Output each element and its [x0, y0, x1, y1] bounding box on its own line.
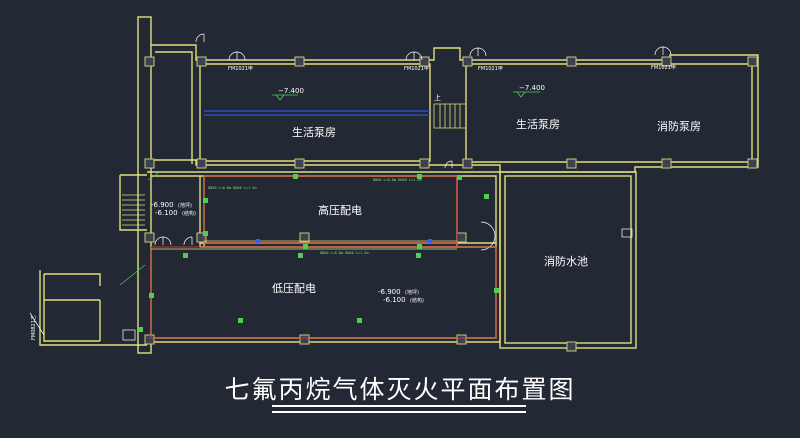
elevation-marker-hv: -6.900 (地坪) -6.100 (结构) — [151, 201, 196, 217]
elevation-hv-top: -6.900 — [151, 201, 174, 209]
elevation-marker-lv: -6.900 (地坪) -6.100 (结构) — [378, 288, 424, 304]
title-underline-bottom — [272, 411, 526, 413]
title-underline-top — [272, 405, 526, 407]
door-tag-4: FM1021甲 — [651, 65, 676, 71]
room-fire-pump: 消防泵房 — [657, 119, 701, 133]
detector-markers — [138, 174, 499, 332]
door-swings — [154, 33, 672, 251]
pipe-note-1: DN50 L=6.8m DN40 L=1.2m — [208, 186, 256, 190]
south-wing-inner-wall — [151, 175, 497, 339]
door-tag-1: FM1021甲 — [228, 66, 253, 72]
elevation-lv-top: -6.900 — [378, 288, 401, 296]
elevation-hv-top-note: (地坪) — [178, 202, 192, 209]
nozzle-markers — [256, 239, 432, 243]
elevation-pump-left: −7.400 — [278, 87, 304, 95]
north-wing-outer-wall — [151, 44, 759, 173]
structural-columns — [144, 56, 758, 352]
side-door-tag: FM0821乙 — [30, 315, 37, 340]
door-tag-3: FM1021甲 — [478, 66, 503, 72]
room-high-voltage: 高压配电 — [318, 203, 362, 217]
water-pipe-blue — [204, 110, 430, 116]
elevation-marker-pump-right: −7.400 — [513, 84, 545, 98]
west-stair-wall — [119, 174, 147, 231]
misc-fixtures — [29, 228, 633, 341]
southwest-annex-wall — [39, 270, 147, 346]
domestic-pump-room-1-wall — [199, 63, 431, 162]
stairs-west — [122, 194, 145, 226]
room-domestic-pump-2: 生活泵房 — [516, 117, 560, 131]
stair-up-label: 上 — [434, 93, 441, 102]
elevation-marker-pump-left: −7.400 — [272, 87, 304, 101]
elevation-hv-bottom: -6.100 — [155, 209, 178, 217]
southwest-annex-inner — [43, 273, 101, 342]
stair-tower-wall — [137, 16, 152, 354]
pipe-note-2: DN50 L=6.8m DN40 L=1.2m — [373, 178, 421, 182]
elevation-hv-bottom-note: (结构) — [182, 210, 196, 217]
room-fire-water-pool: 消防水池 — [544, 254, 588, 268]
green-leader-lines — [119, 171, 161, 286]
room-low-voltage: 低压配电 — [272, 282, 316, 295]
drawing-title: 七氟丙烷气体灭火平面布置图 — [224, 375, 576, 404]
pipe-note-3: DN50 L=6.8m DN40 L=1.2m — [320, 251, 368, 255]
stairs-east — [433, 103, 467, 129]
elevation-lv-bottom-note: (结构) — [410, 297, 424, 304]
door-tag-2: FM1021甲 — [404, 66, 429, 72]
protection-zone-red — [150, 175, 497, 339]
elevation-lv-top-note: (地坪) — [405, 289, 419, 296]
room-domestic-pump-1: 生活泵房 — [292, 125, 336, 139]
elevation-pump-right: −7.400 — [519, 84, 545, 92]
pump-room-right-wall — [465, 63, 753, 163]
elevation-lv-bottom: -6.100 — [383, 296, 406, 304]
north-wing-inner-wall — [155, 51, 193, 164]
